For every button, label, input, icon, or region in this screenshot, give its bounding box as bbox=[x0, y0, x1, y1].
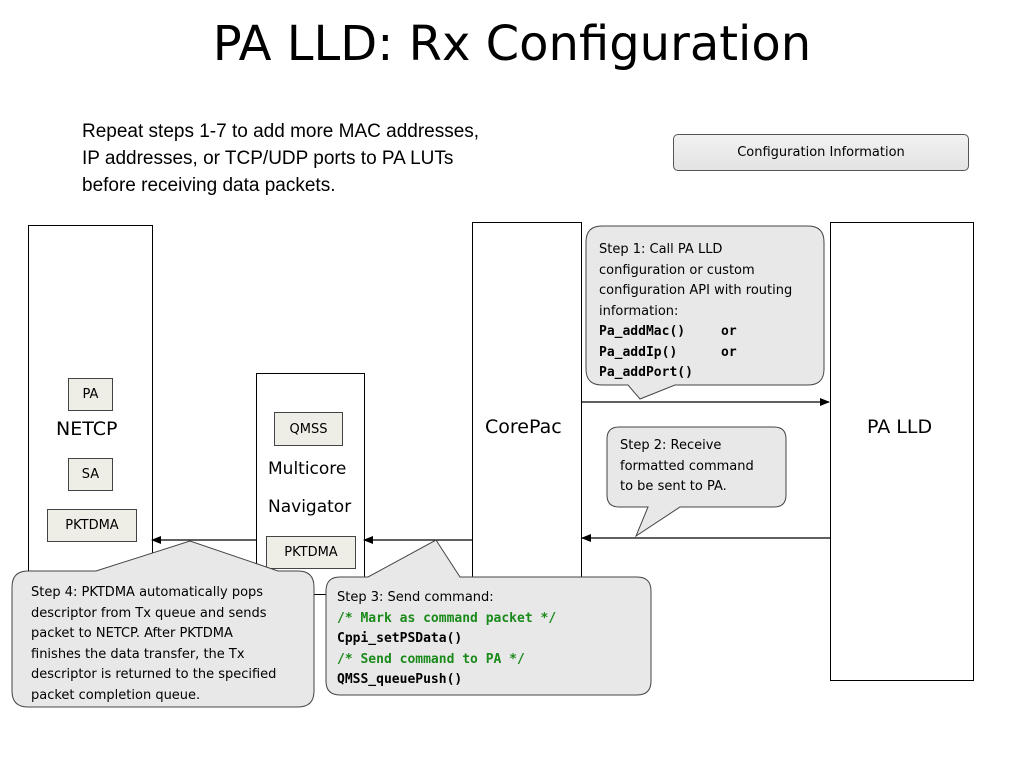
palld-column bbox=[830, 222, 974, 681]
intro-line: Repeat steps 1-7 to add more MAC address… bbox=[82, 121, 480, 142]
step2-line: formatted command bbox=[620, 458, 754, 474]
navigator-label-line2: Navigator bbox=[268, 497, 352, 517]
step1-code-line: Pa_addIp() or bbox=[599, 343, 792, 364]
step3-call-2: QMSS_queuePush() bbox=[337, 672, 463, 687]
step3-text: Step 3: Send command: /* Mark as command… bbox=[337, 588, 556, 691]
step4-callout bbox=[11, 540, 315, 708]
step2-line: Step 2: Receive bbox=[620, 438, 722, 453]
intro-line: before receiving data packets. bbox=[82, 175, 336, 196]
step1-callout bbox=[585, 225, 825, 400]
palld-label: PA LLD bbox=[867, 416, 933, 438]
step1-line: Step 1: Call PA LLD bbox=[599, 242, 723, 257]
step2-callout bbox=[606, 426, 787, 538]
step2-text: Step 2: Receive formatted command to be … bbox=[620, 436, 754, 498]
step4-line: descriptor from Tx queue and sends bbox=[31, 605, 267, 621]
step3-call-1: Cppi_setPSData() bbox=[337, 631, 463, 646]
step1-line: configuration or custom bbox=[599, 262, 755, 278]
step3-comment-2: /* Send command to PA */ bbox=[337, 651, 525, 667]
step2-line: to be sent to PA. bbox=[620, 479, 727, 494]
step4-line: packet completion queue. bbox=[31, 687, 201, 703]
step1-text: Step 1: Call PA LLD configuration or cus… bbox=[599, 240, 792, 384]
step1-line: configuration API with routing bbox=[599, 283, 793, 298]
step3-callout bbox=[325, 539, 652, 696]
navigator-label-line1: Multicore bbox=[268, 459, 347, 479]
intro-line: IP addresses, or TCP/UDP ports to PA LUT… bbox=[82, 148, 454, 169]
intro-text: Repeat steps 1-7 to add more MAC address… bbox=[82, 118, 582, 199]
netcp-label: NETCP bbox=[56, 418, 118, 440]
step4-line: finishes the data transfer, the Tx bbox=[31, 646, 245, 662]
step1-code-fn: Pa_addPort() bbox=[599, 365, 693, 380]
step1-code-fn: Pa_addIp() bbox=[599, 344, 678, 360]
step1-code-line: Pa_addMac() or bbox=[599, 322, 792, 343]
corepac-label: CorePac bbox=[485, 416, 562, 438]
navigator-pktdma-box: PKTDMA bbox=[266, 536, 356, 569]
pa-module-box: PA bbox=[68, 378, 113, 411]
qmss-box: QMSS bbox=[274, 412, 343, 446]
step1-code-conj: or bbox=[721, 324, 737, 339]
legend-configuration-information: Configuration Information bbox=[673, 134, 969, 171]
step1-code-fn: Pa_addMac() bbox=[599, 324, 686, 339]
step4-line: packet to NETCP. After PKTDMA bbox=[31, 626, 233, 641]
step3-comment-1: /* Mark as command packet */ bbox=[337, 610, 557, 626]
step3-intro: Step 3: Send command: bbox=[337, 590, 494, 605]
page-title: PA LLD: Rx Configuration bbox=[212, 16, 812, 72]
step1-line: information: bbox=[599, 303, 679, 319]
step1-code-conj: or bbox=[721, 344, 737, 360]
step4-line: Step 4: PKTDMA automatically pops bbox=[31, 585, 264, 600]
netcp-pktdma-box: PKTDMA bbox=[47, 509, 137, 542]
step4-line: descriptor is returned to the specified bbox=[31, 667, 277, 682]
step1-code-line: Pa_addPort() bbox=[599, 363, 792, 384]
sa-module-box: SA bbox=[68, 458, 113, 491]
corepac-column bbox=[472, 222, 582, 597]
step4-text: Step 4: PKTDMA automatically pops descri… bbox=[31, 583, 276, 706]
